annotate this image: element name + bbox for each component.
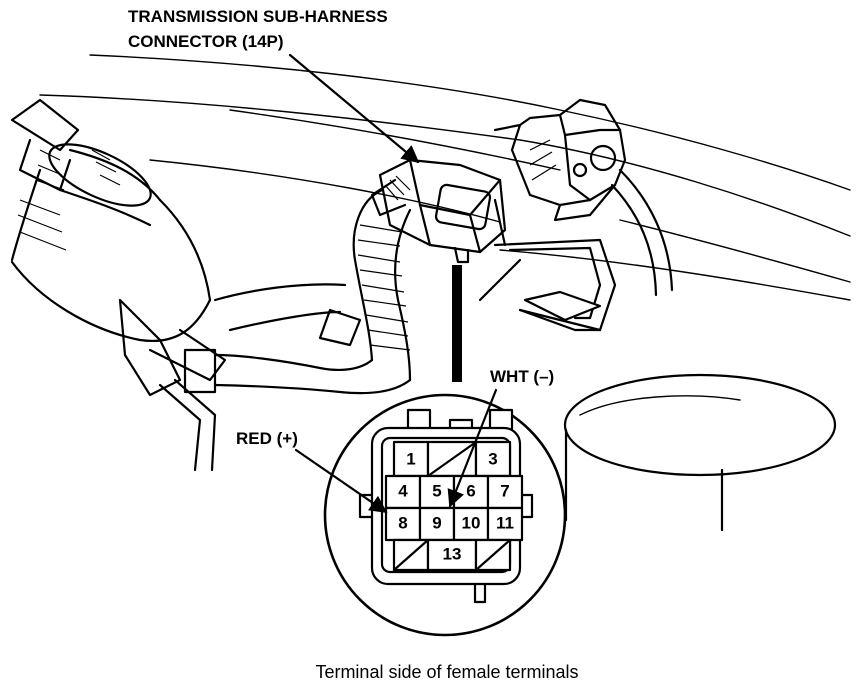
pin-6: 6 (466, 481, 475, 500)
red-label: RED (+) (236, 429, 298, 448)
pin-7: 7 (500, 481, 509, 500)
filter-canister (10, 98, 227, 472)
wht-label: WHT (–) (490, 367, 554, 386)
pin-9: 9 (432, 513, 441, 532)
pin-11: 11 (496, 513, 514, 532)
detail-leader (452, 265, 462, 382)
red-arrow (294, 448, 388, 514)
engine-bay-illustration (10, 54, 851, 532)
pin-4: 4 (398, 481, 408, 500)
connector-body-installed (370, 158, 507, 264)
wht-arrow (447, 388, 498, 508)
connector-detail-view: 1 3 4 5 6 7 8 9 10 11 13 (323, 393, 567, 637)
connector-title-line1: TRANSMISSION SUB-HARNESS (128, 7, 388, 26)
pin-1: 1 (406, 449, 415, 468)
wire-harness (183, 188, 412, 395)
pin-3: 3 (488, 449, 497, 468)
pin-13: 13 (443, 544, 462, 563)
connector-leader-arrow (288, 53, 420, 164)
pin-10: 10 (462, 513, 481, 532)
right-cylinder (563, 373, 837, 532)
right-side-components (478, 98, 674, 332)
pin-5: 5 (432, 481, 441, 500)
connector-title-line2: CONNECTOR (14P) (128, 32, 284, 51)
diagram-caption: Terminal side of female terminals (315, 662, 578, 682)
pin-8: 8 (398, 513, 407, 532)
